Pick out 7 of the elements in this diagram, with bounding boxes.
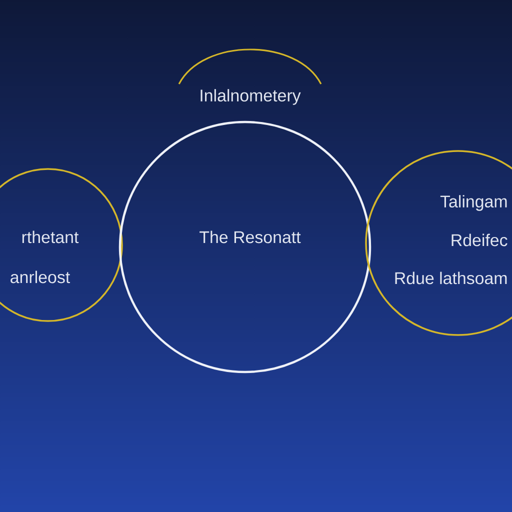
- node-text: The Resonatt: [200, 230, 301, 244]
- node-text: Rdeifec: [452, 234, 508, 246]
- node-text: Talingam: [440, 195, 507, 211]
- node-text: Inlalnometery: [200, 89, 301, 105]
- node-text: anrleost: [10, 270, 70, 284]
- node-text: Rdue lathsoam: [395, 272, 507, 284]
- node-text: rthetant: [22, 230, 79, 244]
